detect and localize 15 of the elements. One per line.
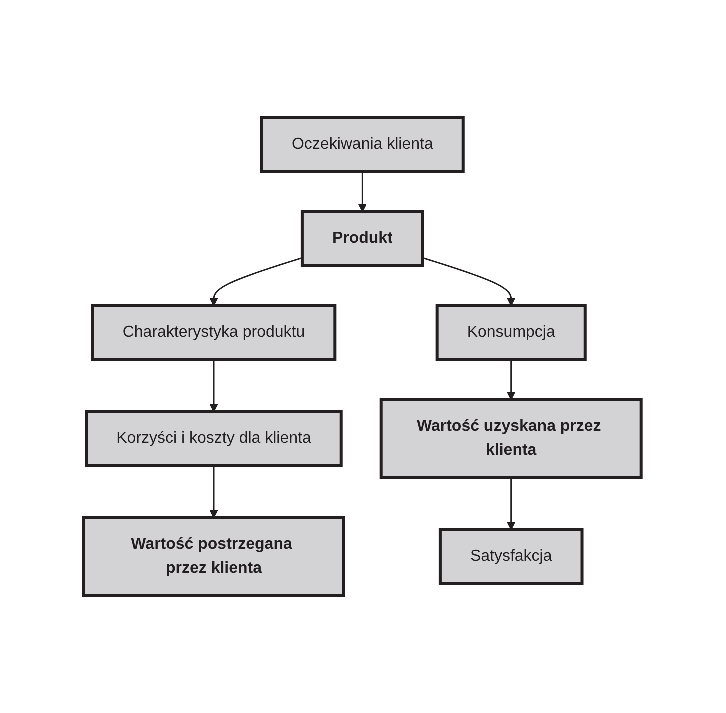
node-box: Wartość postrzegana przez klienta [82, 516, 346, 597]
arrow [507, 478, 516, 530]
arrow [422, 256, 516, 306]
node-box: Satysfakcja [439, 528, 584, 585]
arrow [507, 360, 516, 400]
arrow [358, 172, 368, 212]
node-box: Konsumpcja [436, 304, 588, 361]
node-box: Oczekiwania klienta [260, 116, 466, 173]
node-box: Korzyści i koszty dla klienta [85, 410, 344, 467]
node-box: Wartość uzyskana przez klienta [380, 398, 644, 479]
node-box: Produkt [301, 210, 425, 267]
arrow [210, 466, 219, 518]
arrow [210, 256, 303, 306]
node-box: Charakterystyka produktu [92, 304, 337, 361]
arrow [210, 360, 219, 412]
